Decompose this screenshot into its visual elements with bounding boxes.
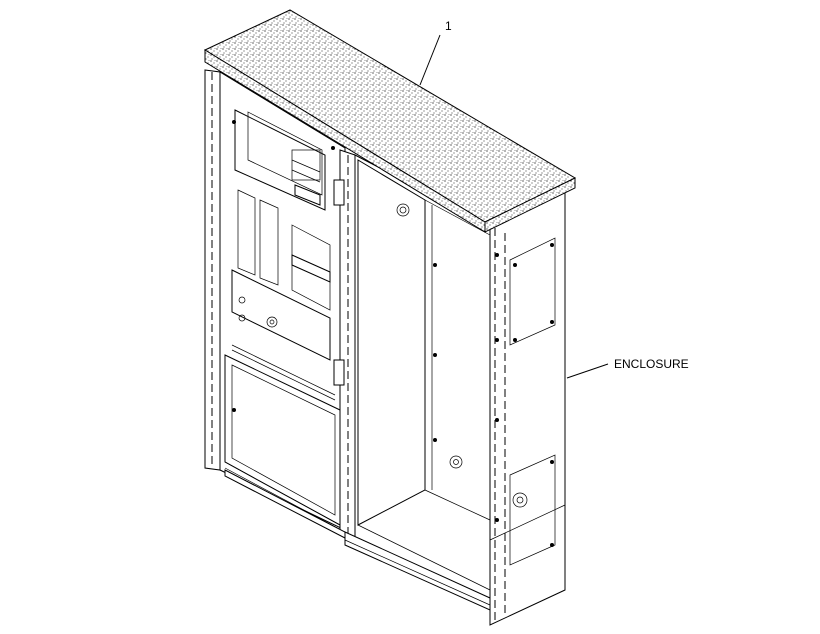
base-rails [224,469,491,611]
fastener-dots [232,120,554,547]
right-cabinet [354,154,491,601]
right-side-wall [489,189,566,626]
callout-enclosure: ENCLOSURE [566,357,689,379]
enclosure-label: ENCLOSURE [614,357,689,371]
callout-item-1: 1 [419,19,452,86]
item-number-label: 1 [445,19,452,33]
roof-top [203,9,577,233]
control-panel [231,109,336,401]
